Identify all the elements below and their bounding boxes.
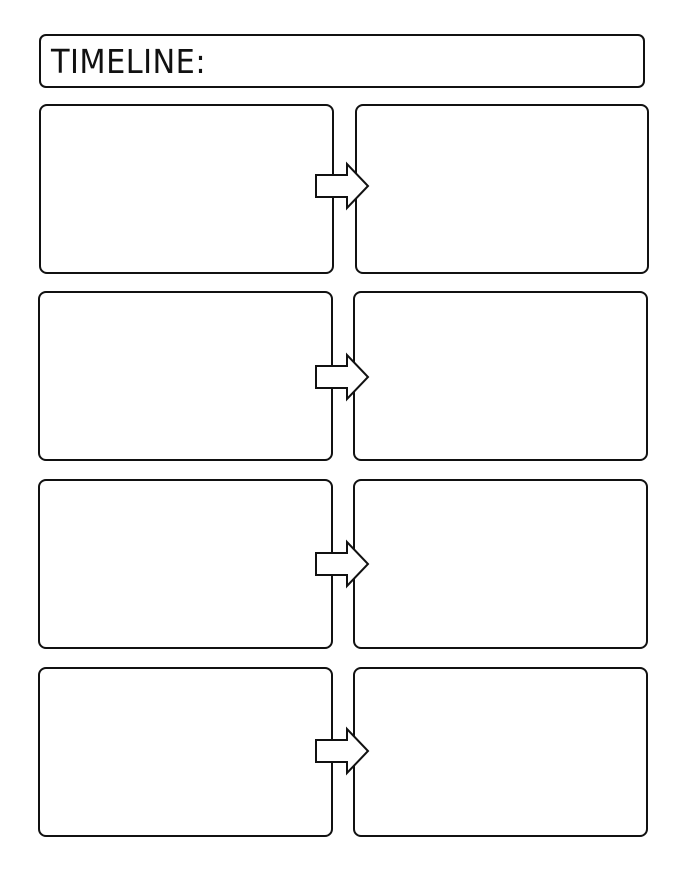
timeline-box-row-1-right[interactable]: [355, 104, 649, 274]
right-arrow-icon: [315, 539, 370, 589]
right-arrow-icon: [315, 726, 370, 776]
right-arrow-icon: [315, 352, 370, 402]
timeline-box-row-1-left[interactable]: [39, 104, 334, 274]
timeline-box-row-3-left[interactable]: [38, 479, 333, 649]
page-title: TIMELINE:: [51, 42, 207, 81]
title-bar: TIMELINE:: [39, 34, 645, 88]
timeline-box-row-2-left[interactable]: [38, 291, 333, 461]
timeline-box-row-4-right[interactable]: [353, 667, 648, 837]
timeline-box-row-3-right[interactable]: [353, 479, 648, 649]
right-arrow-icon: [315, 161, 370, 211]
timeline-box-row-2-right[interactable]: [353, 291, 648, 461]
timeline-box-row-4-left[interactable]: [38, 667, 333, 837]
